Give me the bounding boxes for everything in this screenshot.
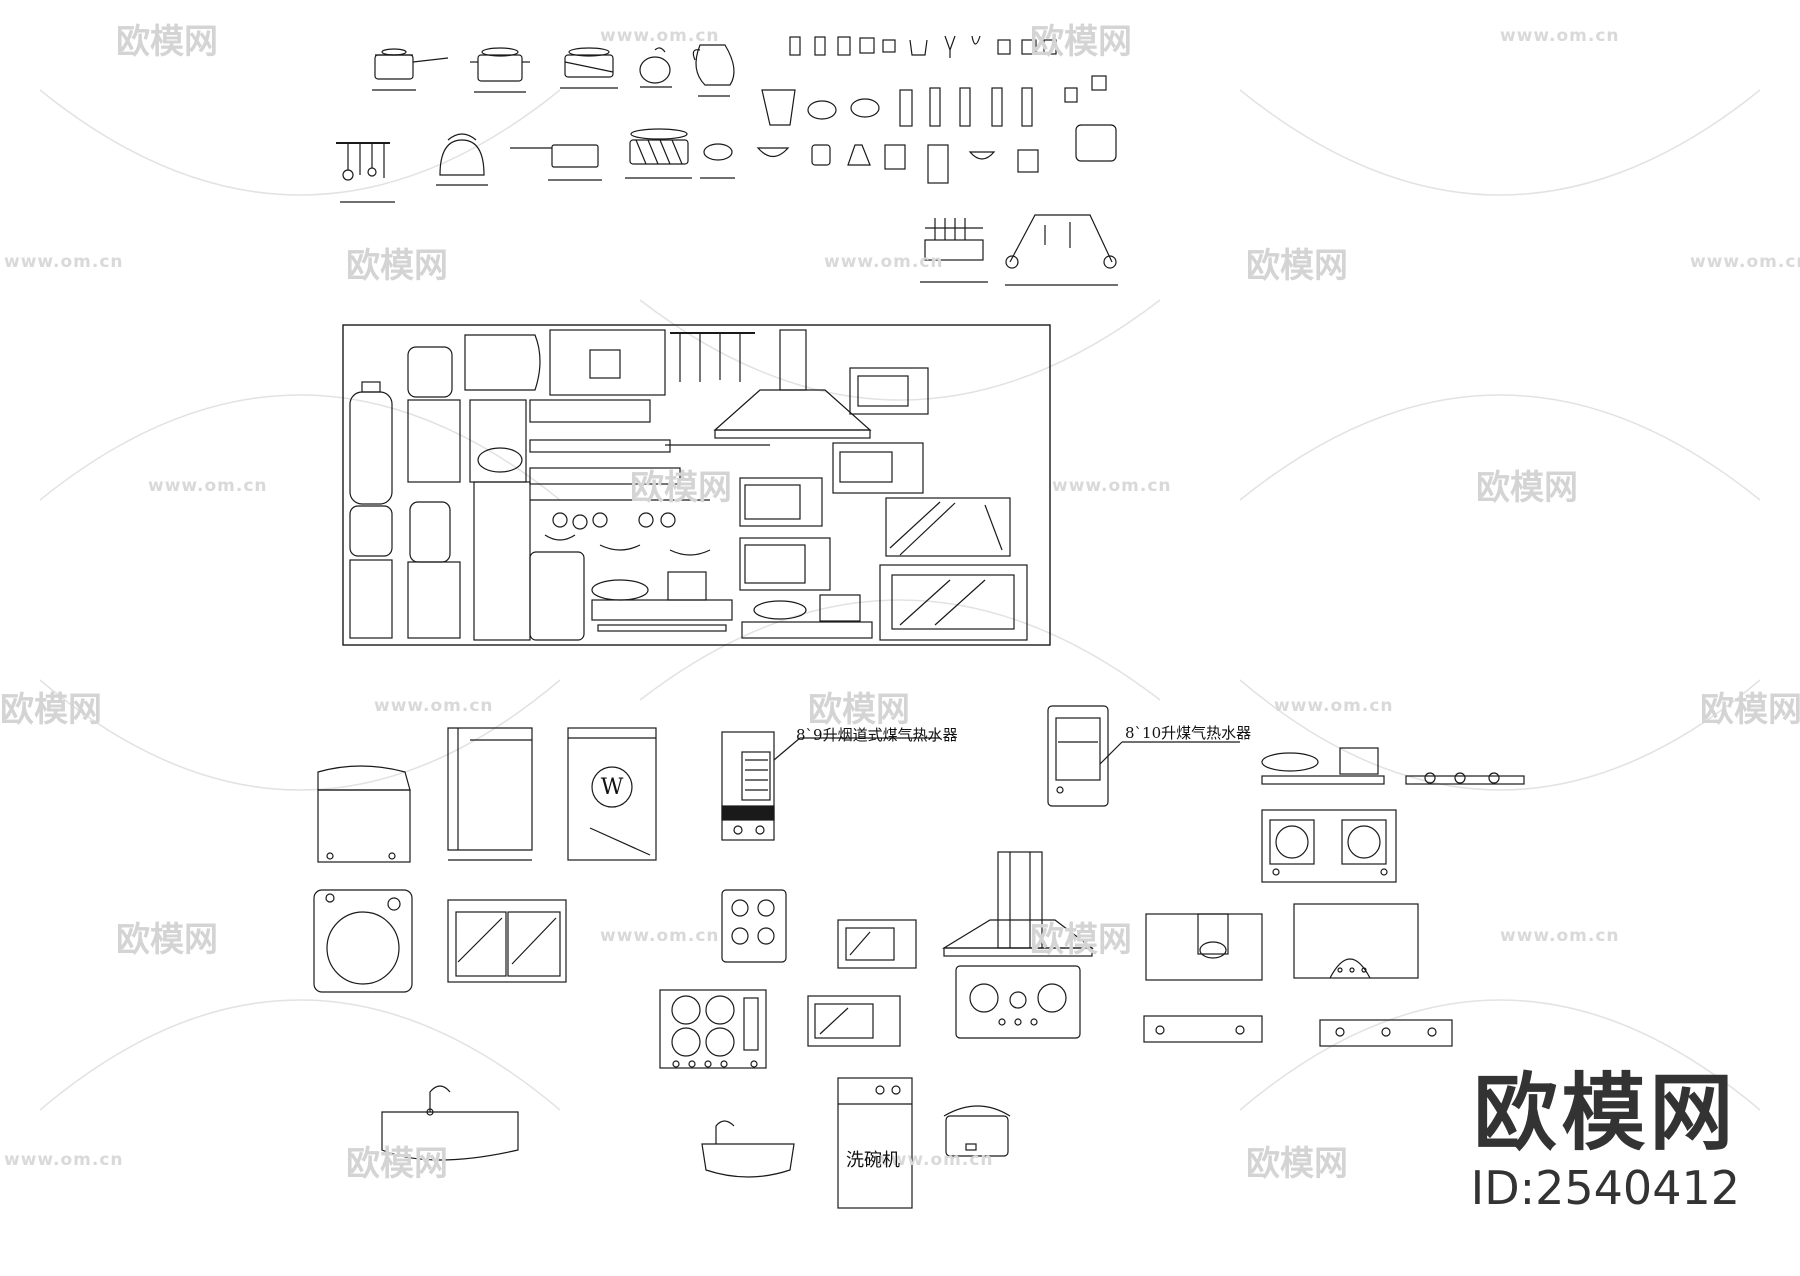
label-water-heater-10l: 8`10升煤气热水器 — [1125, 724, 1252, 742]
watermark-site: www.om.cn — [874, 1150, 994, 1170]
watermark-site: www.om.cn — [1500, 926, 1620, 946]
gas-hob-strip — [1319, 1019, 1453, 1047]
watermark-arcs — [39, 89, 1761, 1111]
cooktop-pots-right — [1261, 747, 1525, 785]
rice-cooker — [943, 1105, 1011, 1157]
water-heater-10l — [1047, 705, 1240, 807]
cookware-teapot — [639, 47, 672, 88]
brand-title: 欧模网 — [1473, 1064, 1738, 1163]
watermark-site: www.om.cn — [824, 252, 944, 272]
washer-w-badge: W — [600, 775, 624, 800]
watermark-site: www.om.cn — [600, 26, 720, 46]
utensil-rack — [336, 142, 395, 203]
watermark-logo: 欧模网 — [1476, 468, 1578, 508]
water-heater-flue — [721, 731, 940, 841]
watermark-site: www.om.cn — [1274, 696, 1394, 716]
watermark-logo: 欧模网 — [630, 468, 732, 508]
cookware-pot-lid — [560, 47, 618, 89]
range-hood-front — [1145, 913, 1263, 981]
watermark-site: www.om.cn — [1500, 26, 1620, 46]
dishwasher-tall — [837, 1077, 913, 1209]
watermark-logo: 欧模网 — [1246, 246, 1348, 286]
small-cups-row — [789, 35, 1107, 103]
cookware-kettle-pitcher — [692, 44, 735, 97]
watermark-site: www.om.cn — [4, 1150, 124, 1170]
label-dishwasher: 洗碗机 — [846, 1150, 900, 1171]
appliance-top-loader — [447, 727, 533, 861]
watermark-logo: 欧模网 — [1030, 920, 1132, 960]
watermark-logo: 欧模网 — [1246, 1144, 1348, 1184]
kettle-whistle — [436, 133, 488, 186]
cabinet-glass-doors — [447, 899, 567, 983]
sink-basin-small — [701, 1120, 795, 1178]
cookware-saucepan — [372, 48, 449, 91]
watermark-logo: 欧模网 — [346, 1144, 448, 1184]
brand-block: 欧模网 ID:2540412 — [1471, 1071, 1740, 1214]
small-teapot — [700, 143, 735, 179]
middle-panel — [342, 324, 1051, 646]
gas-hob-two-burner — [1261, 809, 1397, 883]
watermark-logo: 欧模网 — [116, 920, 218, 960]
watermark-logo: 欧模网 — [1030, 22, 1132, 62]
microwave-wide — [807, 995, 901, 1047]
watermark-logo: 欧模网 — [808, 690, 910, 730]
dish-rack-small — [920, 218, 988, 283]
microwave-small — [837, 919, 917, 969]
bowls-jars-row — [756, 124, 1117, 184]
watermark-logo: 欧模网 — [0, 690, 102, 730]
countertop-hob-strip — [1143, 1015, 1263, 1043]
gas-stove-glass — [955, 965, 1081, 1039]
label-water-heater-flue: 8`9升烟道式煤气热水器 — [796, 726, 958, 744]
drum-washer — [313, 889, 413, 993]
watermark-logo: 欧模网 — [1700, 690, 1800, 730]
induction-hob-four — [721, 889, 787, 963]
cookware-stockpot — [470, 47, 530, 93]
frying-pan — [510, 144, 602, 181]
watermark-site: www.om.cn — [374, 696, 494, 716]
brand-id: ID:2540412 — [1470, 1161, 1740, 1216]
watermark-logo: 欧模网 — [116, 22, 218, 62]
watermark-site: www.om.cn — [600, 926, 720, 946]
appliance-washer-front — [567, 727, 657, 861]
watermark-site: www.om.cn — [148, 476, 268, 496]
watermark-site: www.om.cn — [1690, 252, 1800, 272]
sink-with-faucet — [381, 1085, 519, 1161]
range-hood-slim — [1293, 903, 1419, 979]
watermark-site: www.om.cn — [1052, 476, 1172, 496]
appliance-countertop-dishwasher — [317, 765, 411, 863]
range-hood-chimney — [941, 851, 1094, 957]
steamer-basket — [625, 128, 692, 179]
watermark-logo: 欧模网 — [346, 246, 448, 286]
induction-hob-rect — [659, 989, 767, 1069]
watermark-site: www.om.cn — [4, 252, 124, 272]
dish-rack-ornate — [1005, 214, 1118, 286]
jugs-row — [761, 87, 1033, 127]
